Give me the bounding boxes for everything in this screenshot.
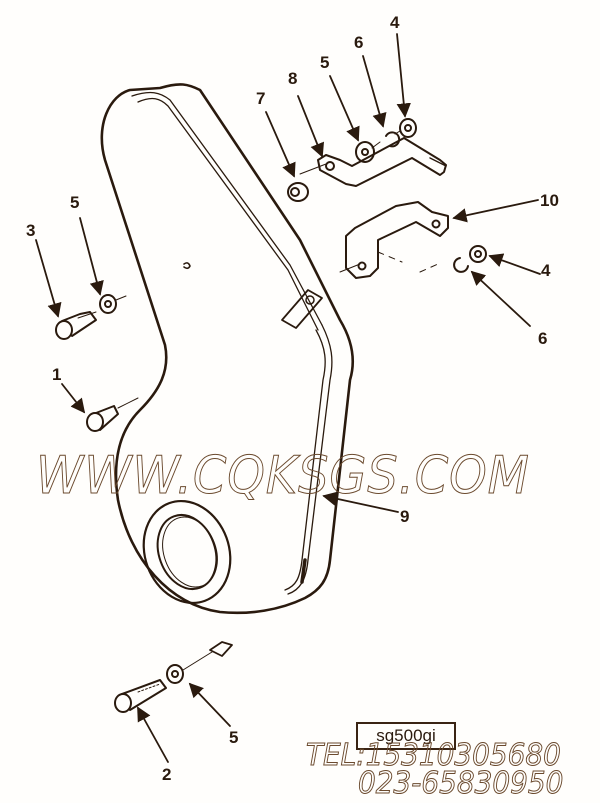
spacer — [287, 182, 309, 202]
callout-9: 9 — [400, 507, 410, 526]
left-screw — [86, 397, 139, 432]
watermark-phone: 023-65830950 — [358, 766, 564, 802]
upper-left-fasteners — [55, 294, 127, 340]
callout-10: 10 — [540, 191, 559, 210]
lower-bracket — [339, 201, 449, 279]
bottom-fasteners — [114, 651, 213, 713]
leader-arrows — [35, 33, 541, 763]
callout-7: 7 — [256, 89, 266, 108]
callout-5-top: 5 — [320, 53, 330, 72]
callout-2-bottom: 2 — [162, 765, 172, 784]
right-fasteners — [453, 245, 487, 273]
callout-8: 8 — [288, 69, 298, 88]
watermark-tel: TEL:15310305680 — [306, 738, 562, 774]
callout-5-bottom: 5 — [229, 728, 239, 747]
callout-4-right: 4 — [541, 261, 551, 280]
callout-1-left: 1 — [52, 365, 62, 384]
callout-5-left: 5 — [70, 193, 80, 212]
callout-6-right: 6 — [538, 329, 548, 348]
callout-6-top: 6 — [354, 33, 364, 52]
watermark-url: WWW.CQKSGS.COM — [36, 446, 530, 507]
figure-id-label: sg500gi — [356, 722, 456, 750]
callout-3-left: 3 — [26, 221, 36, 240]
callout-4-top: 4 — [390, 13, 400, 32]
gear-cover — [100, 83, 355, 657]
top-fasteners — [355, 118, 417, 163]
upper-bracket — [299, 137, 447, 187]
